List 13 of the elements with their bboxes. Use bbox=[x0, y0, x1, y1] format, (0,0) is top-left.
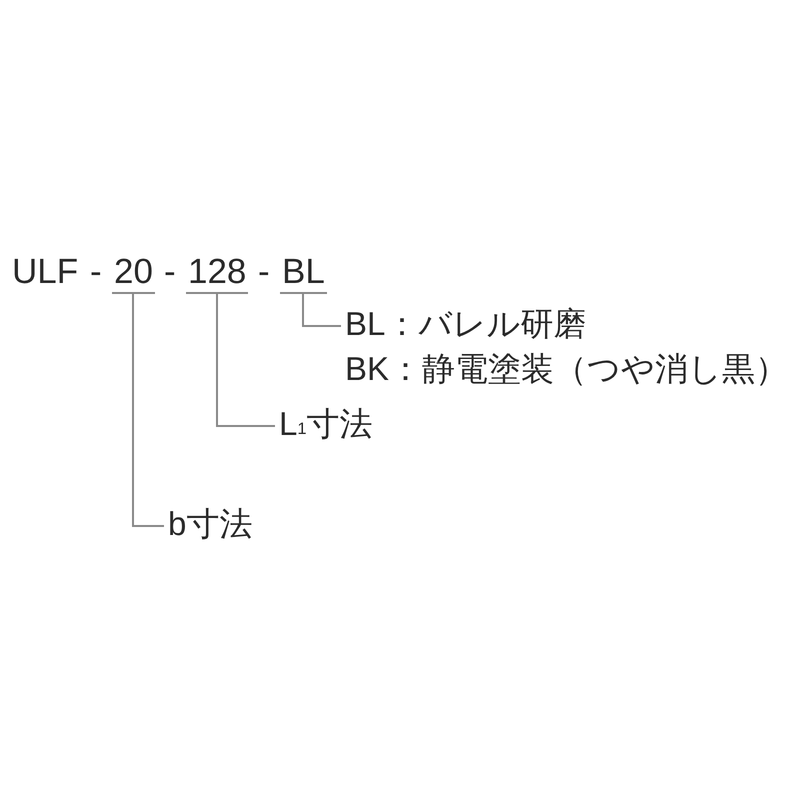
leader-line bbox=[132, 294, 164, 527]
part-number-segment: BL bbox=[280, 254, 327, 294]
part-number-segment: 20 bbox=[112, 254, 155, 294]
option-description: BL：バレル研磨 bbox=[345, 307, 586, 340]
hyphen-separator: - bbox=[89, 254, 103, 292]
part-number-segment: 128 bbox=[186, 254, 248, 294]
hyphen-separator: - bbox=[163, 254, 177, 292]
option-description: BK：静電塗装（つや消し黒） bbox=[345, 352, 788, 385]
hyphen-separator: - bbox=[257, 254, 271, 292]
part-number-prefix: ULF bbox=[10, 254, 80, 292]
leader-line bbox=[302, 294, 341, 327]
leader-line bbox=[216, 294, 275, 427]
dimension-label: b寸法 bbox=[168, 507, 252, 540]
